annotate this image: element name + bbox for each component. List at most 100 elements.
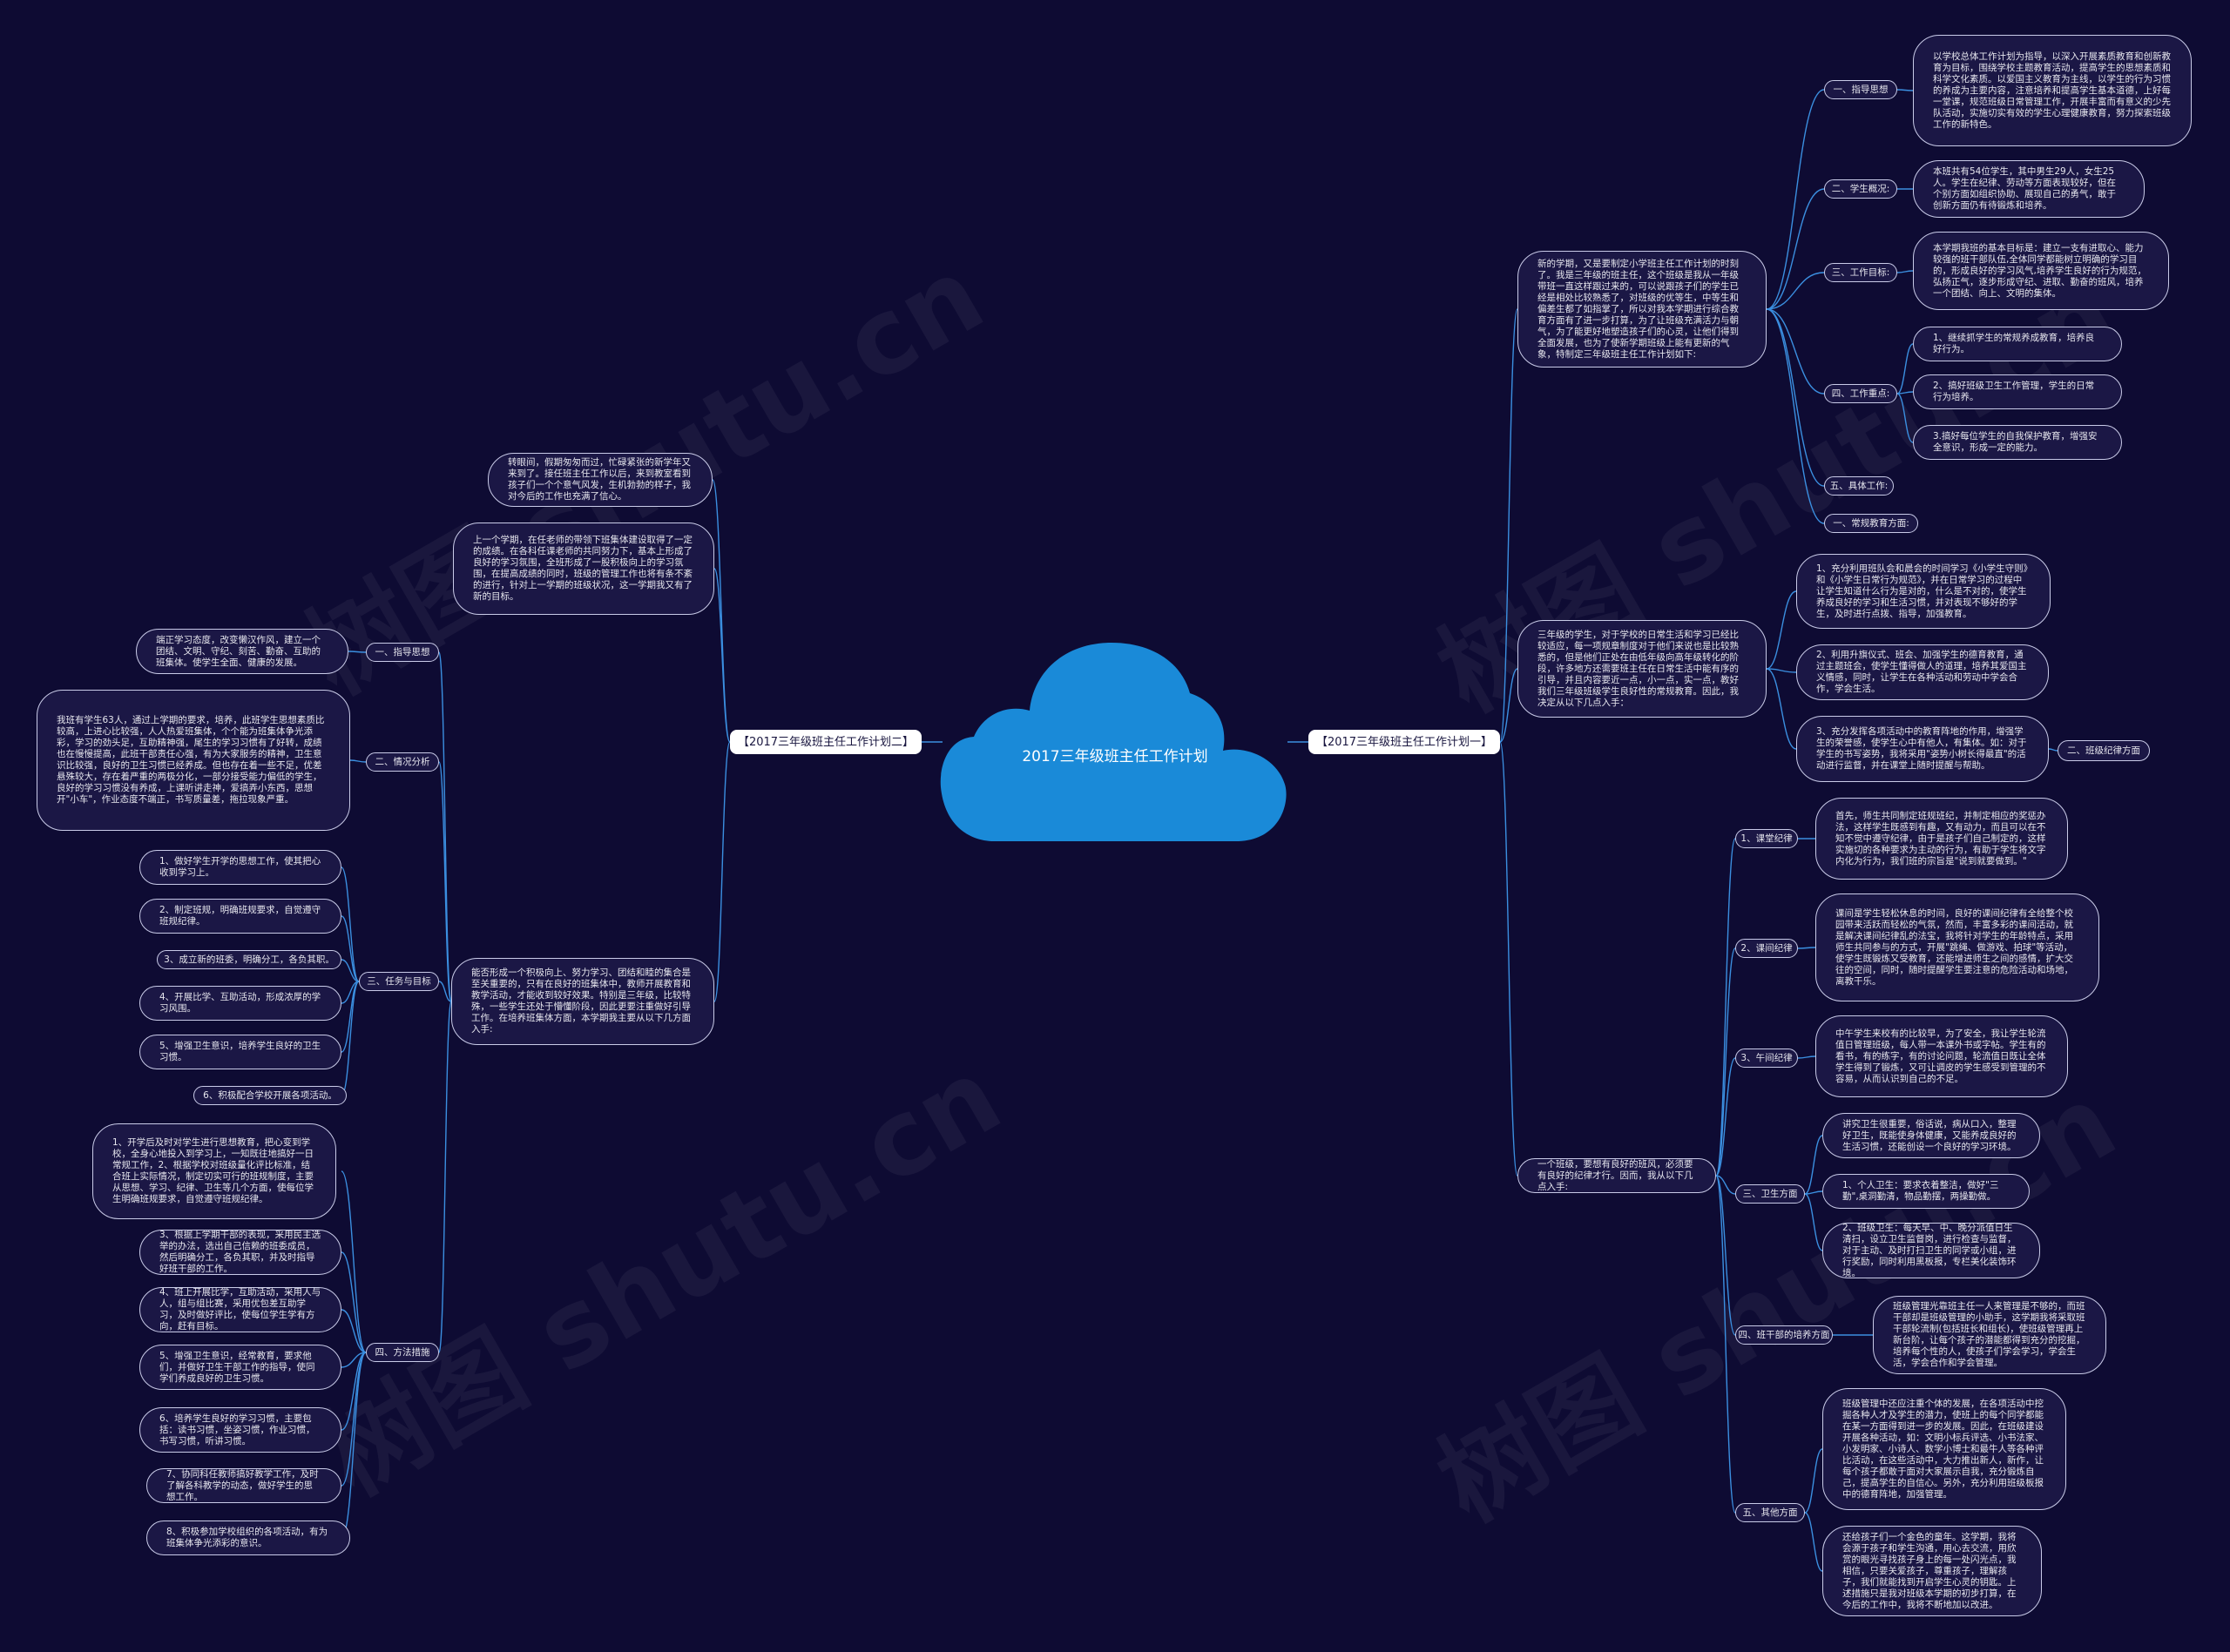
text-routine-2[interactable]: 2、利用升旗仪式、班会、加强学生的德育教育，通过主题班会，使学生懂得做人的道理，… <box>1796 644 2049 700</box>
connector-line <box>712 479 731 743</box>
connector-line <box>438 651 452 1002</box>
connector-line <box>341 1352 367 1431</box>
label-specific-work[interactable]: 五、具体工作: <box>1824 476 1894 496</box>
text-cadre-training[interactable]: 班级管理光靠班主任一人来管理是不够的，而班干部却是班级管理的小助手，这学期我将采… <box>1873 1296 2106 1374</box>
text-method-2[interactable]: 3、根据上学期干部的表现，采用民主选举的办法，选出自己信赖的班委成员，然后明确分… <box>139 1230 341 1275</box>
text-left-guiding-idea[interactable]: 端正学习态度，改变懒汉作风，建立一个团结、文明、守纪、刻苦、勤奋、互助的班集体。… <box>136 629 348 674</box>
connector-line <box>341 866 360 982</box>
connector-line <box>1499 741 1518 1177</box>
branch-plan-two[interactable]: 【2017三年级班主任工作计划二】 <box>730 730 922 754</box>
connector-line <box>349 759 367 763</box>
connector-line <box>1804 1193 1823 1251</box>
connector-line <box>1766 272 1825 310</box>
center-title[interactable]: 2017三年级班主任工作计划 <box>1022 748 1208 765</box>
text-focus-3[interactable]: 3.搞好每位学生的自我保护教育，增强安全意识，形成一定的能力。 <box>1913 425 2122 460</box>
connector-line <box>341 1352 367 1539</box>
label-work-goals[interactable]: 三、工作目标: <box>1824 263 1897 282</box>
connector-line <box>1797 1055 1816 1059</box>
connector-line <box>341 1170 367 1353</box>
label-work-focus[interactable]: 四、工作重点: <box>1824 384 1897 403</box>
label-tasks-goals[interactable]: 三、任务与目标 <box>359 972 439 991</box>
label-classroom-discipline[interactable]: 1、课堂纪律 <box>1735 829 1798 848</box>
connector-line <box>1715 838 1736 1177</box>
text-situation-analysis[interactable]: 我班有学生63人，通过上学期的要求，培养，此班学生思想素质比较高，上进心比较强，… <box>37 690 350 831</box>
connector-line <box>1766 590 1797 670</box>
text-focus-2[interactable]: 2、搞好班级卫生工作管理，学生的日常行为培养。 <box>1913 374 2122 409</box>
connector-line <box>713 741 731 1002</box>
connector-line <box>341 1251 367 1353</box>
text-task-5[interactable]: 5、增强卫生意识，培养学生良好的卫生习惯。 <box>139 1035 341 1069</box>
label-break-discipline[interactable]: 2、课间纪律 <box>1735 939 1798 958</box>
text-class-hygiene[interactable]: 2、班级卫生：每天早、中、晚分派值日生清扫，设立卫生监督岗，进行检查与监督，对于… <box>1822 1223 2040 1278</box>
topic-new-year-intro[interactable]: 转眼间，假期匆匆而过，忙碌紧张的新学年又来到了。接任班主任工作以后，来到教室看到… <box>488 453 713 507</box>
text-routine-3[interactable]: 3、充分发挥各项活动中的教育阵地的作用，增强学生的荣誉感，使学生心中有他人，有集… <box>1796 716 2049 782</box>
label-situation-analysis[interactable]: 二、情况分析 <box>366 752 439 772</box>
label-student-overview[interactable]: 二、学生概况: <box>1824 179 1897 199</box>
connector-line <box>1766 668 1797 750</box>
label-methods[interactable]: 四、方法措施 <box>366 1343 439 1362</box>
text-task-3[interactable]: 3、成立新的班委，明确分工，各负其职。 <box>157 950 341 969</box>
connector-line <box>1804 1135 1823 1195</box>
connector-line <box>1797 947 1816 949</box>
label-hygiene[interactable]: 三、卫生方面 <box>1735 1184 1805 1204</box>
text-work-goals[interactable]: 本学期我班的基本目标是：建立一支有进取心、能力较强的班干部队伍,全体同学都能树立… <box>1913 232 2169 310</box>
label-class-discipline[interactable]: 二、班级纪律方面 <box>2058 740 2150 761</box>
text-student-overview[interactable]: 本班共有54位学生，其中男生29人，女生25人。学生在纪律、劳动等方面表现较好，… <box>1913 160 2145 218</box>
text-classroom-discipline[interactable]: 首先，师生共同制定班规班纪，并制定相应的奖惩办法，这样学生既感到有趣，又有动力，… <box>1815 798 2068 880</box>
text-method-1[interactable]: 1、开学后及时对学生进行思想教育，把心变到学校，全身心地投入到学习上，一知既往地… <box>92 1123 336 1219</box>
text-guiding-idea[interactable]: 以学校总体工作计划为指导，以深入开展素质教育和创新教育为目标，围绕学校主题教育活… <box>1913 35 2192 146</box>
connector-line <box>341 981 360 1096</box>
text-task-2[interactable]: 2、制定班规，明确班规要求，自觉遵守班规纪律。 <box>139 899 341 934</box>
text-method-4[interactable]: 5、增强卫生意识，经常教育，要求他们，并做好卫生干部工作的指导，使同学们养成良好… <box>139 1345 341 1390</box>
connector-line <box>1804 1190 1823 1195</box>
connector-line <box>1766 308 1825 394</box>
branch-plan-one[interactable]: 【2017三年级班主任工作计划一】 <box>1308 730 1500 754</box>
topic-last-term[interactable]: 上一个学期，在任老师的带领下班集体建设取得了一定的成绩。在各科任课老师的共同努力… <box>453 523 714 615</box>
connector-line <box>1766 89 1825 310</box>
connector-line <box>1499 668 1518 743</box>
connector-line <box>1896 89 1914 91</box>
connector-line <box>348 651 367 653</box>
label-other-aspects[interactable]: 五、其他方面 <box>1735 1503 1805 1522</box>
text-personal-hygiene[interactable]: 1、个人卫生：要求衣着整洁，做好"三勤",桌洞勤清，物品勤摆，两操勤做。 <box>1822 1174 2030 1209</box>
connector-line <box>1766 308 1825 487</box>
connector-line <box>438 761 452 1002</box>
connector-line <box>1804 1512 1823 1572</box>
text-task-1[interactable]: 1、做好学生开学的思想工作，使其把心收到学习上。 <box>139 850 341 885</box>
label-cadre-training[interactable]: 四、班干部的培养方面 <box>1735 1325 1833 1345</box>
label-left-guiding-idea[interactable]: 一、指导思想 <box>366 643 439 662</box>
label-noon-discipline[interactable]: 3、午间纪律 <box>1735 1049 1798 1068</box>
connector-line <box>341 1352 367 1368</box>
topic-intro-new-term[interactable]: 新的学期，又是要制定小学班主任工作计划的时刻了。我是三年级的班主任，这个班级是我… <box>1517 251 1767 367</box>
topic-grade3-routine[interactable]: 三年级的学生，对于学校的日常生活和学习已经比较适应，每一项规章制度对于他们来说也… <box>1517 620 1767 718</box>
connector-line <box>1804 1448 1823 1514</box>
text-hygiene-intro[interactable]: 讲究卫生很重要，俗话说，病从口入，整理好卫生，既能使身体健康，又能养成良好的生活… <box>1822 1113 2040 1158</box>
text-method-3[interactable]: 4、班上开展比学，互助活动，采用人与人，组与组比赛，采用优包差互助学习，及时做好… <box>139 1287 341 1332</box>
connector-line <box>1715 1175 1736 1336</box>
text-task-4[interactable]: 4、开展比学、互助活动，形成浓厚的学习风围。 <box>139 986 341 1021</box>
text-method-6[interactable]: 7、协同科任教师搞好教学工作，及时了解各科教学的动态，做好学生的思想工作。 <box>146 1468 341 1503</box>
topic-class-discipline[interactable]: 一个班级，要想有良好的班风，必须要有良好的纪律才行。因而，我从以下几点入手: <box>1517 1158 1716 1193</box>
connector-line <box>1499 308 1518 743</box>
label-routine-education[interactable]: 一、常规教育方面: <box>1824 514 1918 533</box>
text-focus-1[interactable]: 1、继续抓学生的常规养成教育，培养良好行为。 <box>1913 327 2122 361</box>
connector-line <box>1766 668 1797 673</box>
text-other-aspects-1[interactable]: 班级管理中还应注重个体的发展，在各项活动中挖掘各种人才及学生的潜力，使班上的每个… <box>1822 1388 2066 1510</box>
text-method-5[interactable]: 6、培养学生良好的学习习惯，主要包括：读书习惯，坐姿习惯，作业习惯，书写习惯，听… <box>139 1407 341 1453</box>
connector-line <box>341 959 360 982</box>
topic-class-building[interactable]: 能否形成一个积极向上、努力学习、团结和睦的集合是至关重要的，只有在良好的班集体中… <box>451 958 714 1045</box>
text-task-6[interactable]: 6、积极配合学校开展各项活动。 <box>193 1086 347 1105</box>
connector-line <box>2048 748 2058 752</box>
text-break-discipline[interactable]: 课间是学生轻松休息的时间，良好的课间纪律有全给整个校园带来活跃而轻松的气氛，然而… <box>1815 893 2099 1001</box>
text-noon-discipline[interactable]: 中午学生来校有的比较早，为了安全，我让学生轮流值日管理班级，每人带一本课外书或字… <box>1815 1015 2068 1097</box>
label-guiding-idea[interactable]: 一、指导思想 <box>1824 80 1897 99</box>
connector-line <box>438 981 452 1002</box>
text-method-7[interactable]: 8、积极参加学校组织的各项活动，有为班集体争光添彩的意识。 <box>146 1521 350 1555</box>
connector-line <box>1715 947 1736 1177</box>
connector-line <box>1766 308 1825 524</box>
connector-line <box>341 1352 367 1487</box>
center-cloud <box>940 643 1287 841</box>
connector-line <box>1896 343 1914 394</box>
text-other-aspects-2[interactable]: 还给孩子们一个金色的童年。这学期，我将会源于孩子和学生沟通，用心去交流，用欣赏的… <box>1822 1526 2042 1616</box>
text-routine-1[interactable]: 1、充分利用班队会和晨会的时间学习《小学生守则》和《小学生日常行为规范》，并在日… <box>1796 554 2051 629</box>
